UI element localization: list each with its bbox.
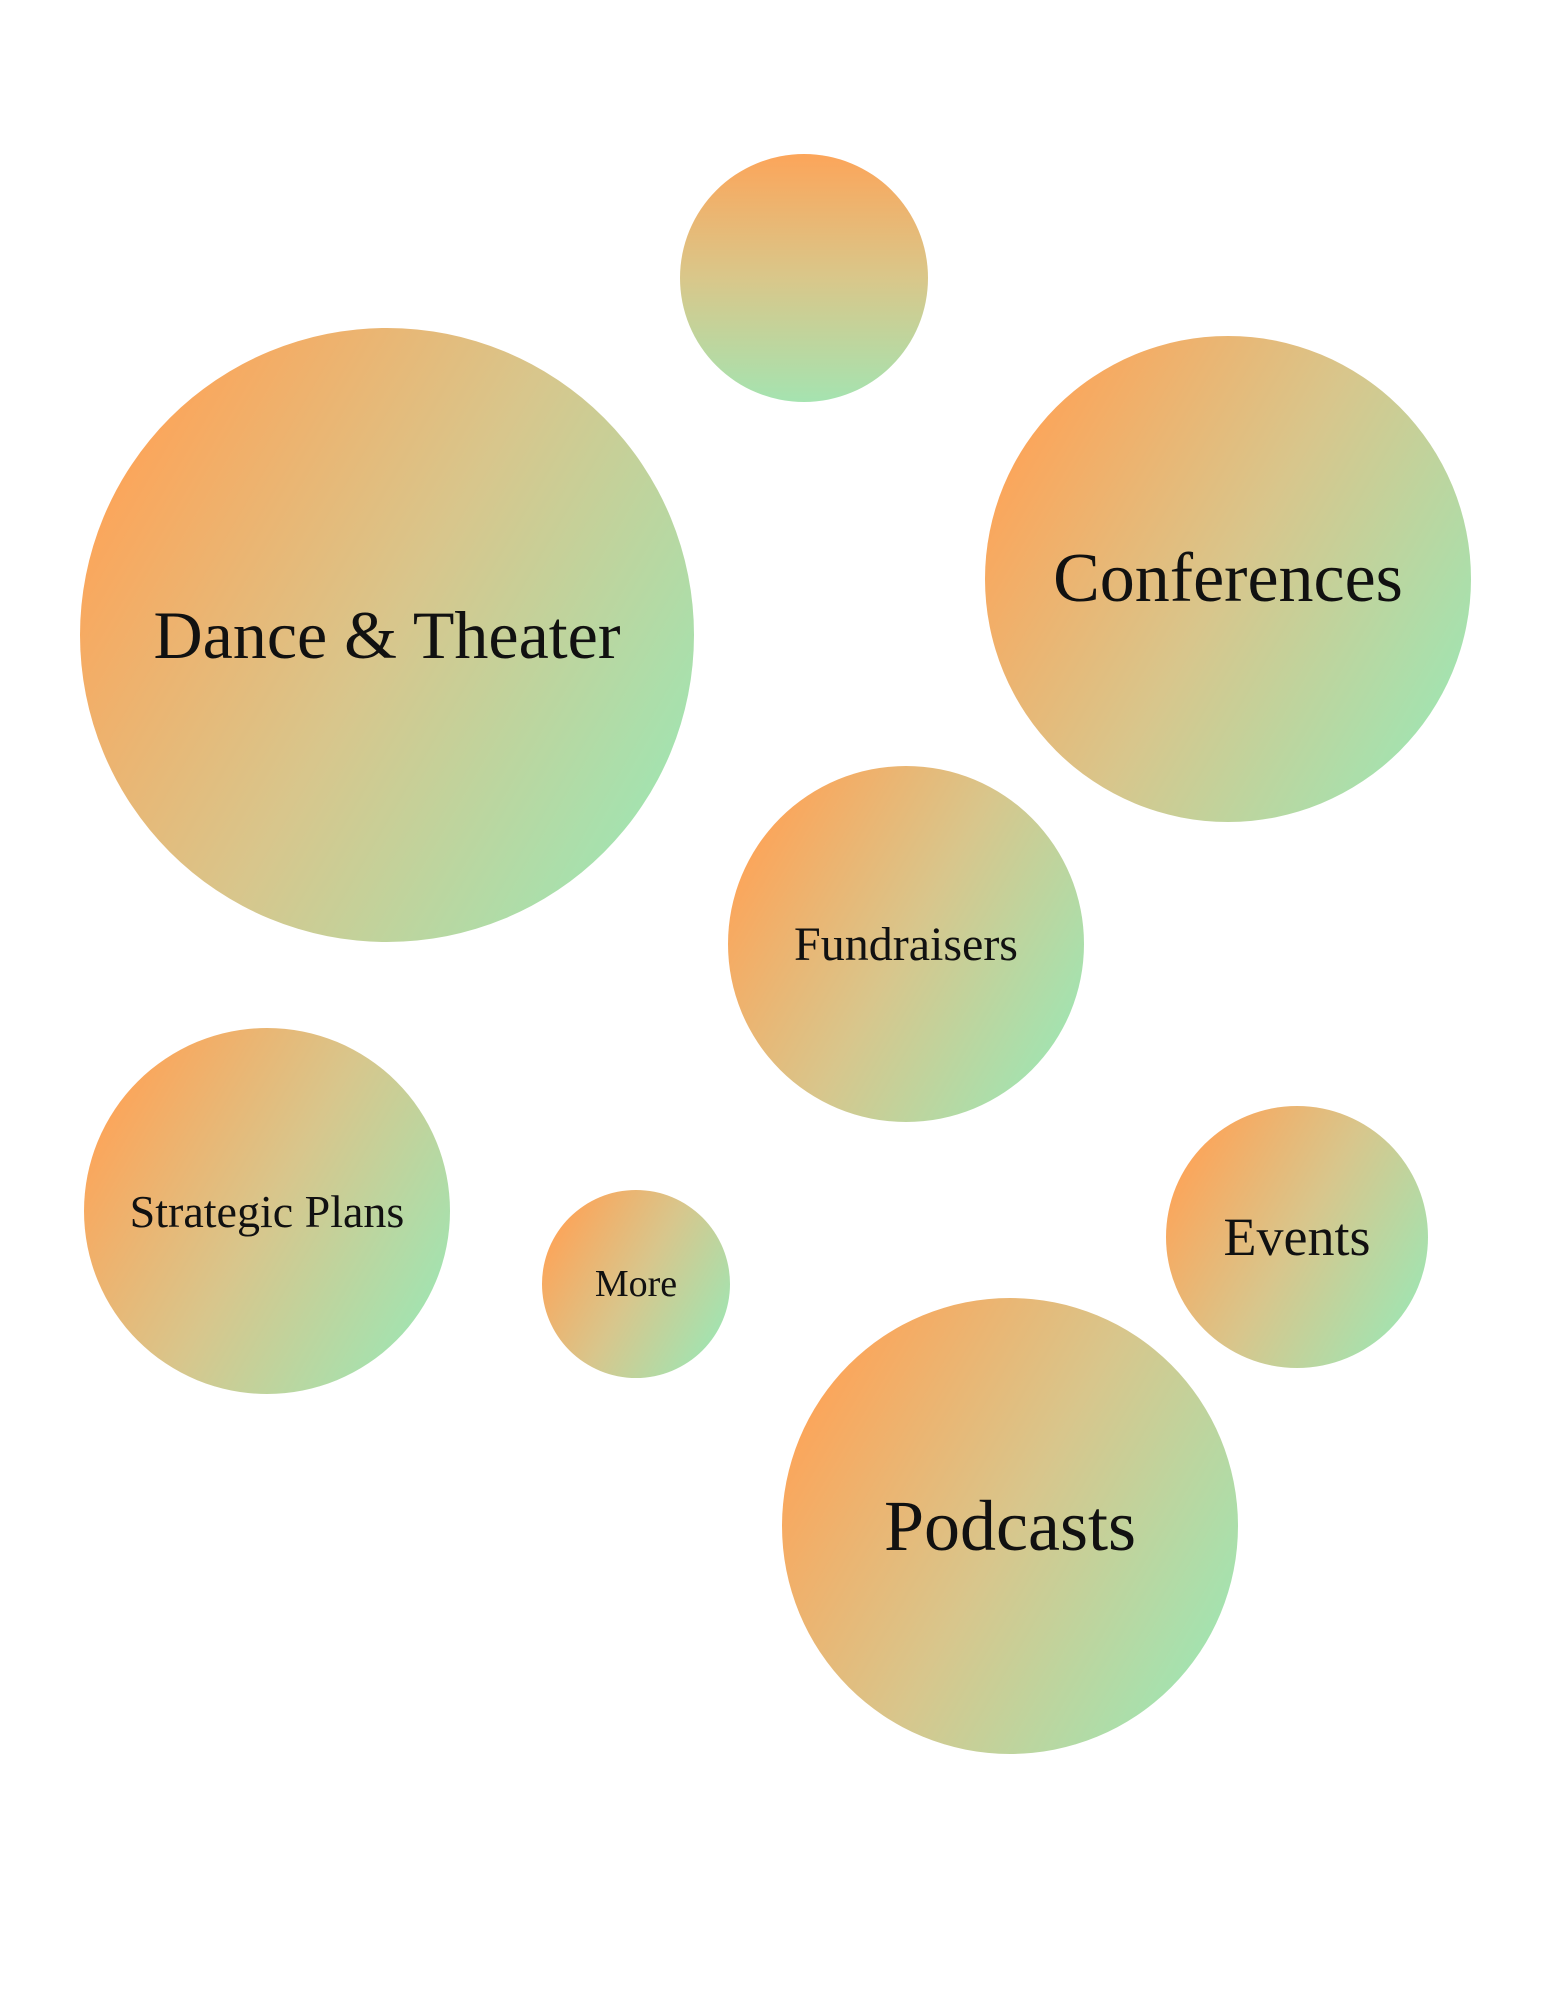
strategic-plans-label: Strategic Plans [129,1185,405,1237]
podcasts-bubble[interactable]: Podcasts [782,1298,1238,1754]
podcasts-label: Podcasts [884,1485,1136,1566]
fundraisers-bubble[interactable]: Fundraisers [728,766,1084,1122]
dance-theater-label: Dance & Theater [153,596,621,673]
events-bubble[interactable]: Events [1166,1106,1428,1368]
events-label: Events [1223,1207,1371,1267]
conferences-label: Conferences [1053,540,1403,617]
more-label: More [594,1263,678,1305]
conferences-bubble[interactable]: Conferences [985,336,1471,822]
top-bubble[interactable] [680,154,928,402]
strategic-plans-bubble[interactable]: Strategic Plans [84,1028,450,1394]
more-bubble[interactable]: More [542,1190,730,1378]
fundraisers-label: Fundraisers [794,917,1018,971]
dance-theater-bubble[interactable]: Dance & Theater [80,328,694,942]
